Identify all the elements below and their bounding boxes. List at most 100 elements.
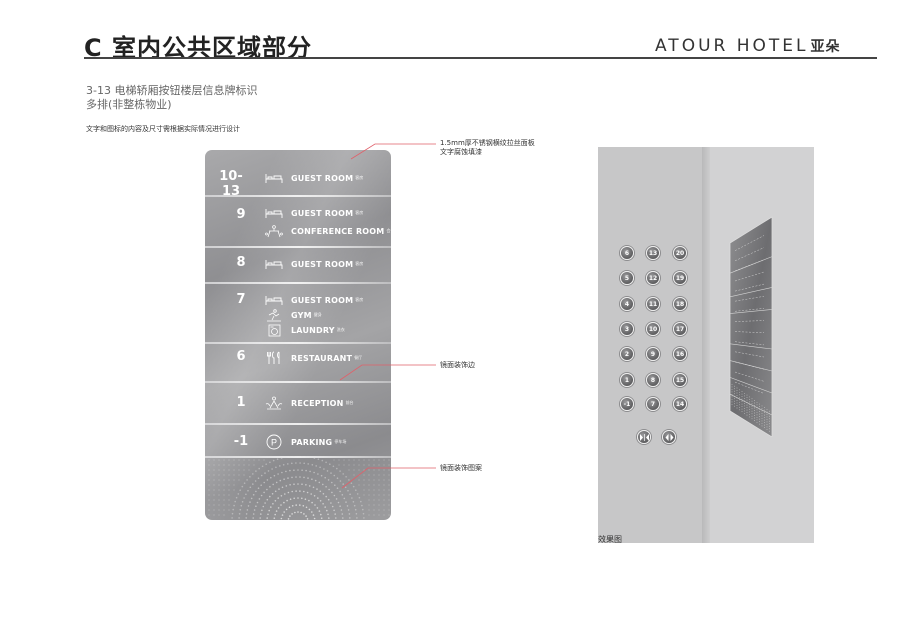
header-divider <box>84 57 877 59</box>
render-caption: 效果图 <box>598 535 622 544</box>
elevator-floor-button: 15 <box>673 373 687 387</box>
door-close-icon <box>637 430 651 444</box>
entry-label-cn: 停车场 <box>334 439 347 444</box>
entry-label-en: CONFERENCE ROOM <box>291 226 385 236</box>
elevator-floor-button: 3 <box>620 322 634 336</box>
callout-mirror-edge: 镜面装饰边 <box>440 361 475 369</box>
elevator-floor-button: 10 <box>646 322 660 336</box>
bed-icon <box>263 257 285 271</box>
elevator-floor-button: 2 <box>620 347 634 361</box>
mirror-dot-pattern <box>208 456 390 520</box>
elevator-floor-button: 8 <box>646 373 660 387</box>
elevator-floor-button: 13 <box>646 246 660 260</box>
callout-material-line2: 文字腐蚀填漆 <box>440 148 482 156</box>
laundry-icon <box>263 323 285 337</box>
elevator-floor-button: 16 <box>673 347 687 361</box>
brand-name-cn: 亚朵 <box>810 39 841 55</box>
brand-name: ATOUR HOTEL <box>655 36 809 56</box>
floor-number: 7 <box>236 292 246 307</box>
bed-icon <box>263 171 285 185</box>
entry-label-cn: 客房 <box>355 297 364 302</box>
mirror-divider <box>205 456 391 458</box>
mirror-divider <box>205 246 391 248</box>
bed-icon <box>263 293 285 307</box>
entry-label-cn: 洗衣 <box>336 327 345 332</box>
entry-label-en: GUEST ROOM <box>291 208 354 218</box>
render-wall-corner <box>702 147 712 543</box>
entry-label-cn: 健身 <box>313 312 322 317</box>
floor-number: 9 <box>236 207 246 222</box>
entry-label-cn: 客房 <box>355 210 364 215</box>
directory-entry: CONFERENCE ROOM会议室 <box>263 223 391 239</box>
svg-text:P: P <box>271 437 277 447</box>
mirror-divider <box>205 195 391 197</box>
elevator-floor-button: 4 <box>620 297 634 311</box>
entry-label-en: GYM <box>291 310 312 320</box>
entry-label-cn: 餐厅 <box>354 355 363 360</box>
entry-label-en: LAUNDRY <box>291 325 335 335</box>
elevator-floor-button: 12 <box>646 271 660 285</box>
entry-label-cn: 客房 <box>355 261 364 266</box>
parking-icon: P <box>263 434 285 450</box>
door-open-icon <box>662 430 676 444</box>
design-note: 文字和图标的内容及尺寸需根据实际情况进行设计 <box>86 125 240 133</box>
elevator-floor-button: 11 <box>646 297 660 311</box>
callout-mirror-pattern: 镜面装饰图案 <box>440 464 482 472</box>
callout-material: 1.5mm厚不锈钢横纹拉丝面板 文字腐蚀填漆 <box>440 139 535 157</box>
restaurant-icon <box>263 351 285 365</box>
elevator-floor-button: 19 <box>673 271 687 285</box>
entry-label-cn: 前台 <box>345 400 354 405</box>
mirror-divider <box>205 423 391 425</box>
entry-label-cn: 会议室 <box>386 228 391 233</box>
callout-material-line1: 1.5mm厚不锈钢横纹拉丝面板 <box>440 139 535 147</box>
floor-number: -1 <box>233 434 249 449</box>
elevator-floor-button: 17 <box>673 322 687 336</box>
elevator-floor-button: 5 <box>620 271 634 285</box>
entry-label-en: GUEST ROOM <box>291 295 354 305</box>
reception-icon <box>263 396 285 410</box>
entry-label-en: RECEPTION <box>291 398 344 408</box>
elevator-floor-button: 14 <box>673 397 687 411</box>
conference-icon <box>263 224 285 238</box>
elevator-floor-button: 9 <box>646 347 660 361</box>
mirror-divider <box>205 282 391 284</box>
floor-number: 6 <box>236 349 246 364</box>
entry-label-cn: 客房 <box>355 175 364 180</box>
entry-label-en: RESTAURANT <box>291 353 353 363</box>
elevator-floor-button: -1 <box>620 397 634 411</box>
mirror-divider <box>205 381 391 383</box>
mirror-divider <box>205 342 391 344</box>
elevator-floor-button: 18 <box>673 297 687 311</box>
section-code: 3-13 电梯轿厢按钮楼层信息牌标识 <box>86 84 258 97</box>
elevator-floor-button: 20 <box>673 246 687 260</box>
entry-label-en: PARKING <box>291 437 333 447</box>
elevator-floor-button: 1 <box>620 373 634 387</box>
elevator-floor-button: 7 <box>646 397 660 411</box>
elevator-floor-button: 6 <box>620 246 634 260</box>
gym-icon <box>263 308 285 322</box>
bed-icon <box>263 206 285 220</box>
render-sign-perspective <box>729 216 773 437</box>
entry-label-en: GUEST ROOM <box>291 173 354 183</box>
section-subtitle: 多排(非整栋物业) <box>86 98 172 111</box>
entry-label-en: GUEST ROOM <box>291 259 354 269</box>
floor-number: 1 <box>236 395 246 410</box>
